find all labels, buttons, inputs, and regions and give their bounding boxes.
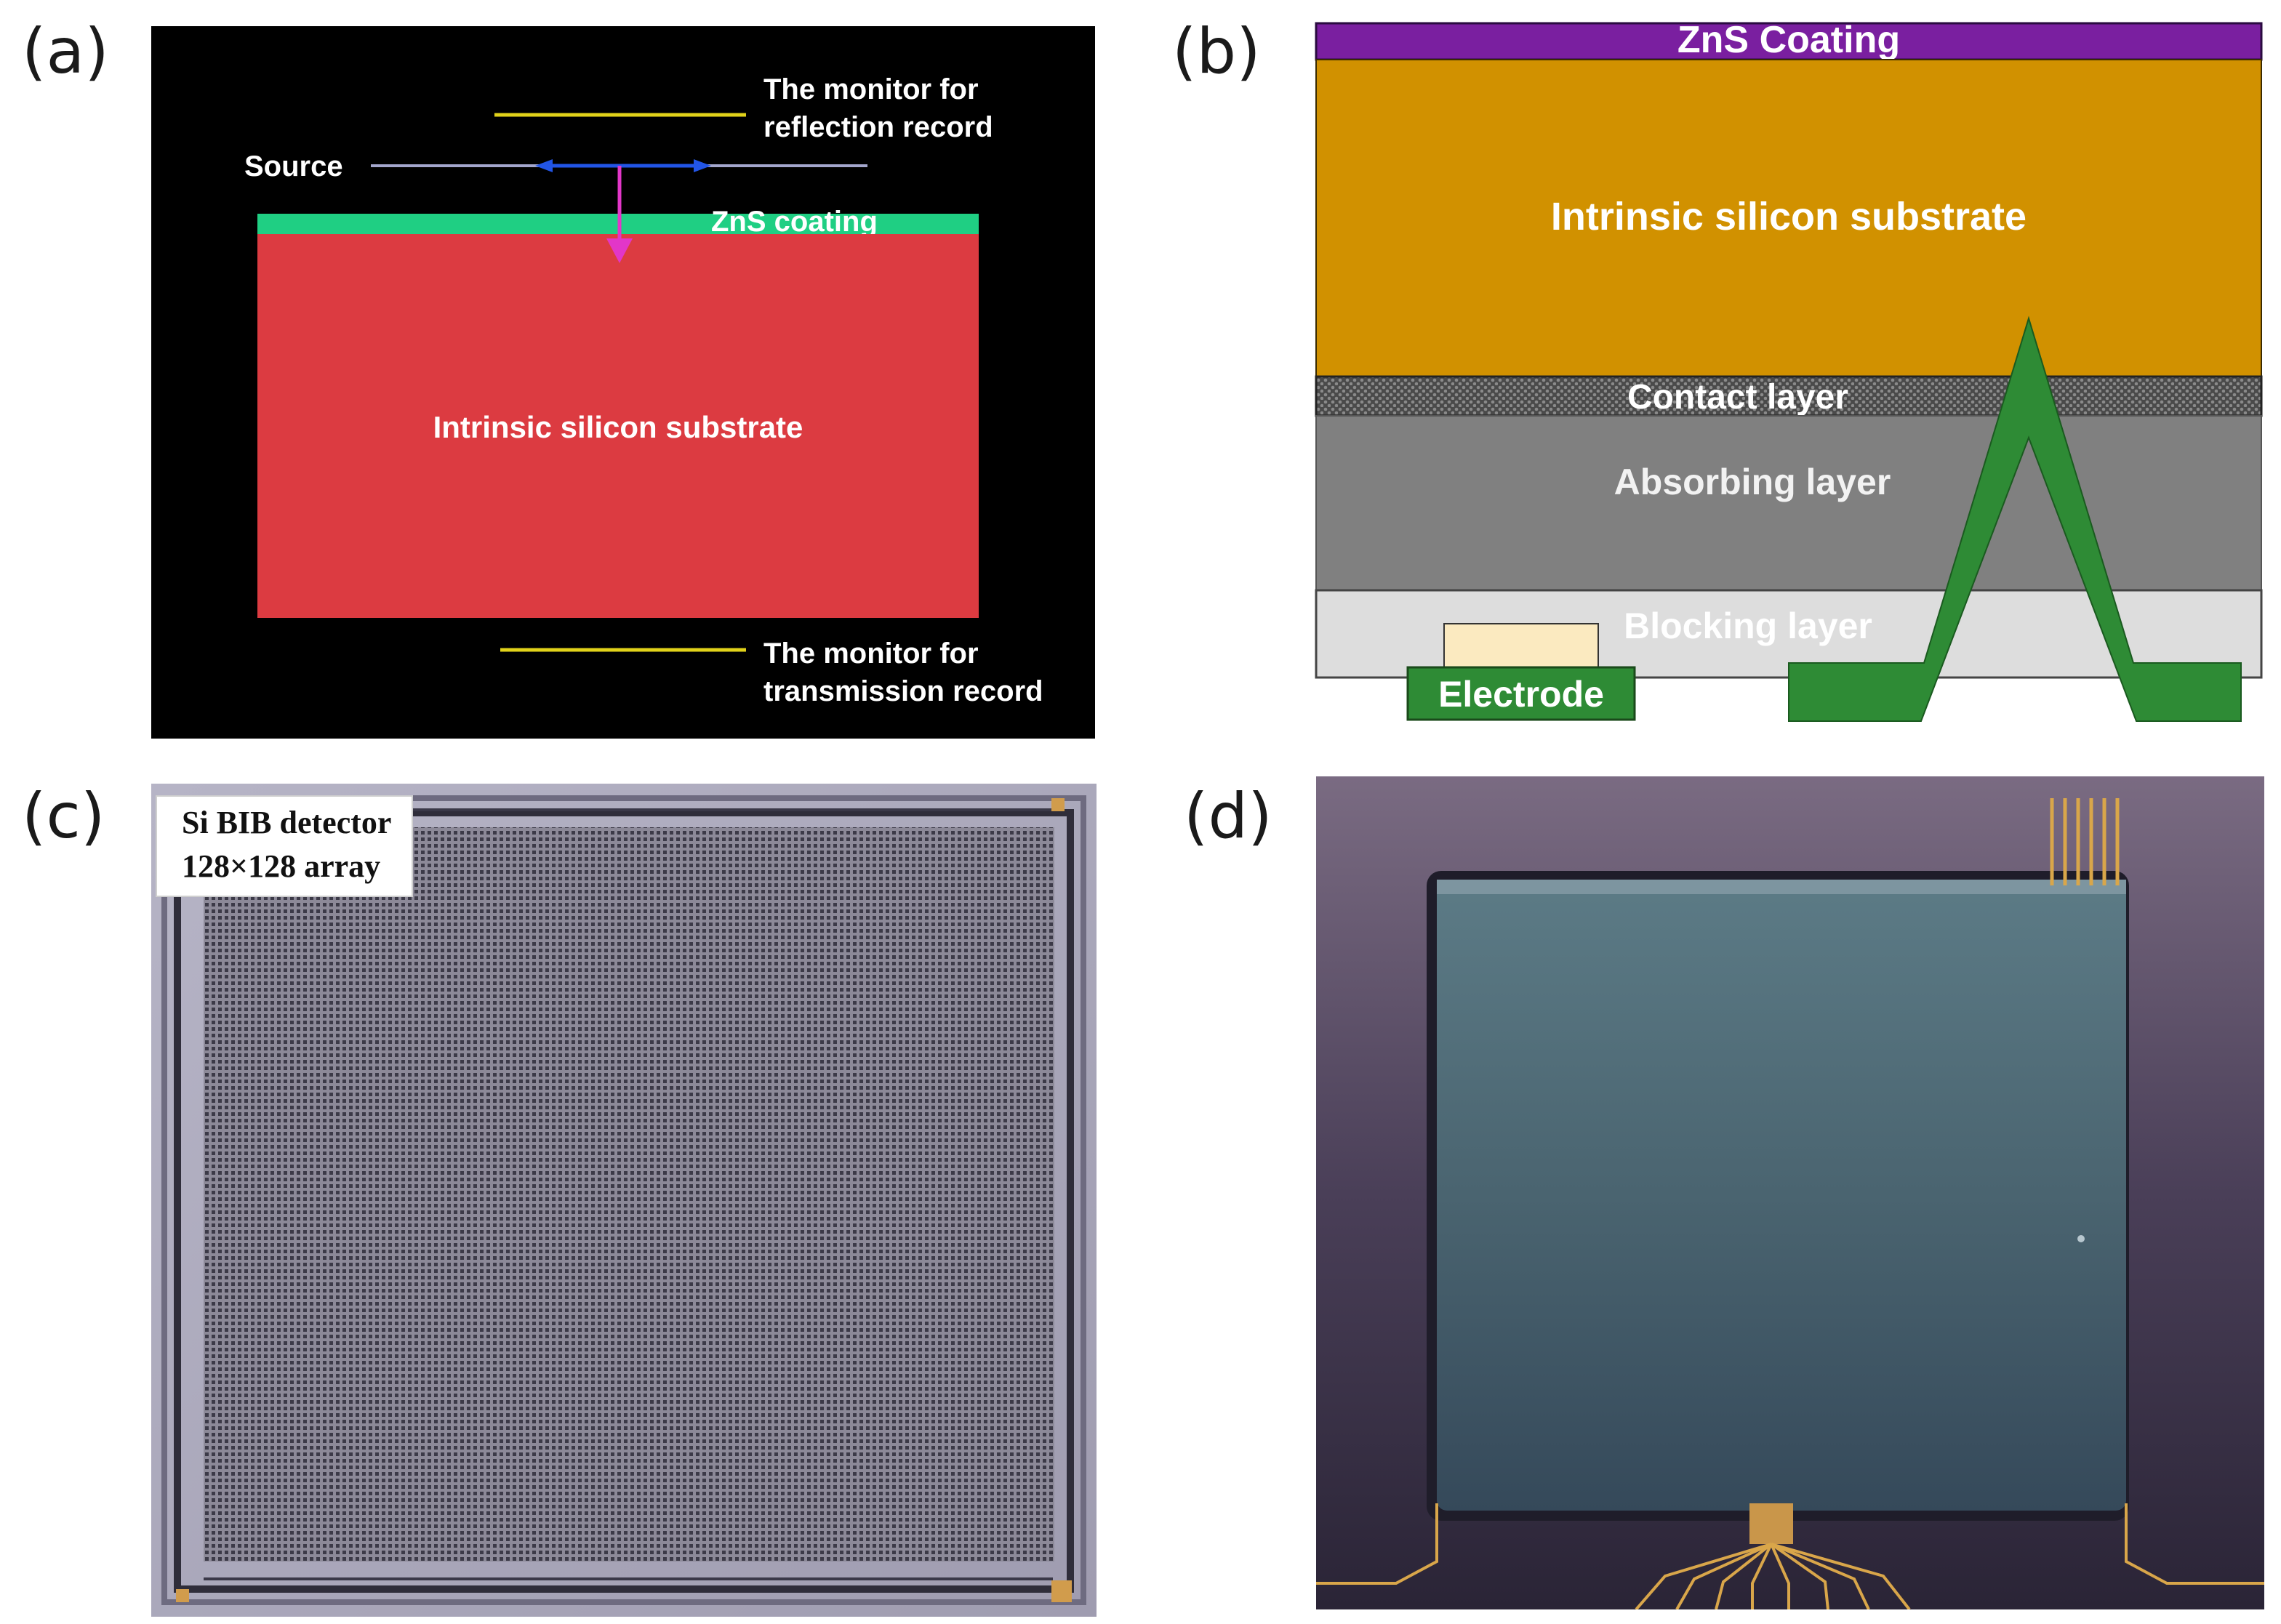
corner-pad — [1051, 1580, 1072, 1602]
zns-coating-label: ZnS Coating — [1677, 19, 1900, 61]
silicon-substrate — [257, 234, 979, 618]
corner-pad — [176, 1589, 189, 1602]
source-arrowhead-right — [694, 159, 711, 172]
array-micrograph — [151, 784, 1097, 1617]
panel-label-c: (c) — [22, 780, 105, 853]
blocking-layer-label: Blocking layer — [1624, 606, 1872, 646]
electrode-label: Electrode — [1438, 674, 1604, 715]
panel-label-a: (a) — [22, 15, 109, 88]
source-label: Source — [244, 150, 343, 182]
absorbing-layer — [1315, 415, 2262, 591]
array-caption: Si BIB detector 128×128 array — [156, 795, 414, 897]
zns-coating-label: ZnS coating — [711, 206, 878, 238]
substrate-label: Intrinsic silicon substrate — [433, 410, 803, 444]
simulation-schematic: The monitor for reflection record Source… — [151, 26, 1095, 739]
wire-bonds-top-right — [2050, 798, 2120, 885]
left-electrode — [1406, 666, 1636, 721]
right-electrode — [1788, 315, 2242, 722]
reflection-monitor-label-line2: reflection record — [763, 111, 993, 143]
bond-frame-outer — [161, 795, 1086, 1605]
caption-line-2: 128×128 array — [182, 848, 381, 884]
wire-bonds-bottom — [1316, 1503, 2264, 1609]
reflection-monitor-label-line1: The monitor for — [763, 73, 979, 105]
panel-label-b: (b) — [1172, 15, 1261, 88]
transmission-monitor-label-line2: transmission record — [763, 675, 1043, 707]
packaged-detector-photo — [1316, 776, 2264, 1609]
bond-frame-inner — [174, 809, 1074, 1593]
pixel-array — [204, 827, 1054, 1561]
corner-pad — [1051, 798, 1065, 811]
chip-edge — [1437, 880, 2126, 894]
absorbing-layer-label: Absorbing layer — [1614, 462, 1891, 502]
dust-speck — [2077, 1235, 2085, 1242]
caption-line-1: Si BIB detector — [182, 805, 392, 840]
contact-layer-label: Contact layer — [1627, 378, 1848, 417]
silicon-substrate — [1315, 59, 2262, 377]
device-cross-section: ZnS Coating Intrinsic silicon substrate … — [1315, 19, 2263, 722]
substrate-label: Intrinsic silicon substrate — [1551, 195, 2027, 238]
contact-layer — [1315, 375, 2263, 417]
source-arrowhead-left — [535, 159, 553, 172]
transmission-monitor-label-line1: The monitor for — [763, 638, 979, 670]
propagation-arrowhead — [606, 238, 633, 263]
panel-label-d: (d) — [1184, 780, 1272, 853]
detector-chip — [1437, 880, 2126, 1511]
